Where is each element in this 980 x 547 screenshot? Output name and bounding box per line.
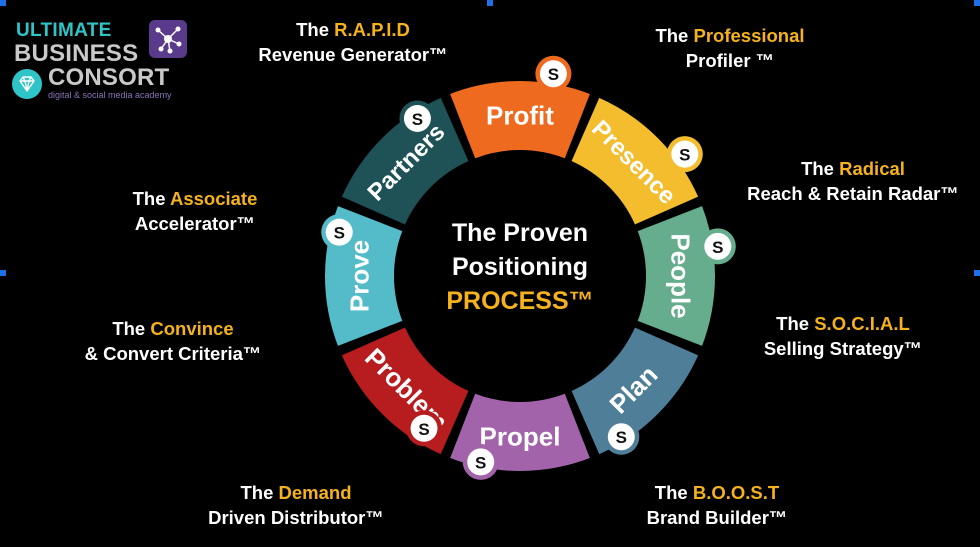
label-prove-line2: & Convert Criteria™ — [84, 343, 262, 364]
label-propel-prefix: The — [654, 482, 693, 503]
label-problem-line2: Driven Distributor™ — [208, 507, 384, 528]
label-propel-accent: B.O.O.S.T — [692, 482, 780, 503]
badge-symbol: S — [712, 238, 723, 257]
label-plan: The S.O.C.I.A.L Selling Strategy™ — [764, 311, 922, 361]
badge-symbol: S — [334, 224, 345, 243]
center-line-2: Positioning — [451, 253, 589, 281]
label-plan-accent: S.O.C.I.A.L — [814, 313, 910, 334]
label-partners-prefix: The — [132, 188, 170, 209]
label-plan-prefix: The — [776, 313, 815, 334]
label-presence-accent: Professional — [693, 25, 805, 46]
selection-handle[interactable] — [0, 0, 6, 6]
label-people-accent: Radical — [839, 158, 905, 179]
logo-line-3: CONSORT — [48, 64, 170, 91]
selection-handle[interactable] — [974, 0, 980, 6]
badge-profit: S — [535, 55, 572, 92]
segment-label-profit: Profit — [486, 101, 554, 131]
badge-symbol: S — [475, 453, 486, 472]
center-title: The Proven Positioning PROCESS™ — [446, 216, 593, 318]
label-prove-accent: Convince — [150, 318, 234, 339]
selection-handle[interactable] — [487, 0, 493, 6]
segment-profit — [447, 79, 593, 161]
segment-label-propel: Propel — [480, 422, 561, 452]
badge-propel: S — [462, 443, 499, 480]
label-people: The Radical Reach & Retain Radar™ — [747, 156, 959, 206]
badge-presence: S — [666, 136, 703, 173]
badge-symbol: S — [616, 428, 627, 447]
badge-symbol: S — [548, 65, 559, 84]
label-profit-accent: R.A.P.I.D — [334, 19, 410, 40]
badge-symbol: S — [418, 420, 429, 439]
label-problem-prefix: The — [240, 482, 279, 503]
label-problem: The Demand Driven Distributor™ — [208, 480, 384, 530]
label-prove-prefix: The — [112, 318, 151, 339]
logo-line-2: BUSINESS — [14, 40, 139, 67]
logo-tagline: digital & social media academy — [48, 90, 172, 100]
badge-plan: S — [603, 418, 640, 455]
badge-symbol: S — [412, 110, 423, 129]
badge-prove: S — [321, 214, 358, 251]
segment-partners — [339, 95, 472, 228]
label-plan-line2: Selling Strategy™ — [763, 338, 923, 359]
center-line-3: PROCESS™ — [446, 287, 594, 315]
segment-label-people: People — [666, 233, 696, 318]
label-partners: The Associate Accelerator™ — [133, 186, 258, 236]
segment-label-prove: Prove — [345, 240, 375, 312]
logo-line-1: ULTIMATE — [16, 20, 112, 41]
label-partners-line2: Accelerator™ — [134, 213, 256, 234]
selection-handle[interactable] — [0, 270, 6, 276]
badge-partners: S — [399, 100, 436, 137]
segment-plan — [568, 324, 701, 457]
network-hub-icon — [149, 20, 187, 58]
badge-symbol: S — [679, 146, 690, 165]
badge-problem: S — [406, 410, 443, 447]
label-people-line2: Reach & Retain Radar™ — [747, 183, 959, 204]
label-presence-prefix: The — [655, 25, 694, 46]
label-presence: The Professional Profiler ™ — [655, 23, 804, 73]
label-people-prefix: The — [801, 158, 840, 179]
center-line-1: The Proven — [451, 219, 589, 247]
selection-handle[interactable] — [974, 270, 980, 276]
label-profit-prefix: The — [296, 19, 335, 40]
label-prove: The Convince & Convert Criteria™ — [85, 316, 262, 366]
label-profit-line2: Revenue Generator™ — [258, 44, 448, 65]
ubc-logo: ULTIMATE BUSINESS CONSORT digital & soci… — [12, 20, 192, 105]
label-propel-line2: Brand Builder™ — [646, 507, 788, 528]
label-propel: The B.O.O.S.T Brand Builder™ — [647, 480, 788, 530]
label-profit: The R.A.P.I.D Revenue Generator™ — [258, 17, 447, 67]
badge-people: S — [699, 228, 736, 265]
diamond-icon — [12, 69, 42, 99]
label-partners-accent: Associate — [169, 188, 258, 209]
label-presence-line2: Profiler ™ — [685, 50, 775, 71]
segment-presence — [568, 95, 701, 228]
label-problem-accent: Demand — [278, 482, 352, 503]
